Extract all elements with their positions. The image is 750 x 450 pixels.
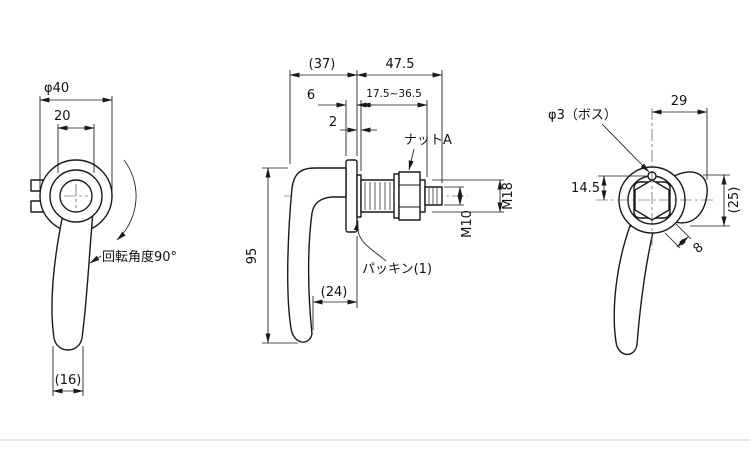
m10-text: M10 bbox=[460, 210, 475, 238]
range-dim-text: 17.5~36.5 bbox=[366, 88, 422, 100]
packing-leader bbox=[353, 220, 387, 262]
tip16-extension-lines bbox=[52, 346, 84, 396]
stem-thread-lines bbox=[364, 182, 391, 210]
m18-extension-lines bbox=[432, 179, 504, 213]
dim24-extension-lines bbox=[312, 236, 358, 330]
rotation-leader bbox=[89, 255, 102, 264]
dim29-text: 29 bbox=[671, 94, 688, 109]
dim95-text: 95 bbox=[245, 248, 260, 265]
dim24-text: (24) bbox=[321, 285, 348, 300]
nutA-text: ナットA bbox=[404, 133, 452, 148]
boss-leader bbox=[601, 123, 650, 173]
dim145-text: 14.5 bbox=[571, 181, 600, 196]
dim25-text: (25) bbox=[727, 187, 742, 214]
washer bbox=[393, 173, 400, 219]
rear-view: φ3（ボス） 29 14.5 (25) 8 bbox=[548, 94, 742, 356]
packing-text: パッキン(1) bbox=[362, 262, 432, 277]
flange-side bbox=[345, 159, 358, 233]
hub20-extension-lines bbox=[57, 124, 95, 173]
lever-front bbox=[51, 211, 94, 351]
rotation-arc bbox=[116, 159, 137, 241]
tip16-dim-text: (16) bbox=[55, 373, 82, 388]
rotation-text: 回転角度90° bbox=[102, 249, 177, 265]
dim8-text: 8 bbox=[691, 240, 707, 257]
dim2-text: 2 bbox=[329, 115, 337, 130]
nut-facet-lines bbox=[399, 184, 420, 208]
dim37-text: (37) bbox=[309, 57, 336, 72]
dia40-extension-lines bbox=[39, 96, 113, 192]
hub20-dim-text: 20 bbox=[54, 109, 71, 124]
front-view: φ40 20 回転角度90° (16) bbox=[30, 81, 177, 396]
lever-side-profile bbox=[287, 167, 347, 343]
top-extension-lines bbox=[289, 70, 443, 183]
range-extension-lines bbox=[345, 100, 428, 177]
dim6-text: 6 bbox=[307, 88, 315, 103]
dia40-dim-text: φ40 bbox=[44, 81, 69, 96]
front-center-cross bbox=[64, 184, 88, 208]
hex-nut-side bbox=[398, 171, 421, 221]
tip-m10 bbox=[424, 186, 443, 206]
dim475-text: 47.5 bbox=[386, 57, 415, 72]
boss-label-text: φ3（ボス） bbox=[548, 108, 617, 123]
nutA-leader bbox=[408, 148, 415, 171]
side-view: (37) 47.5 6 17.5~36.5 2 ナットA M18 M10 パッキ… bbox=[245, 57, 516, 344]
m18-text: M18 bbox=[501, 182, 516, 210]
tip-thread-lines bbox=[428, 188, 438, 204]
dim8-line bbox=[676, 236, 689, 248]
lever-rear bbox=[613, 225, 654, 356]
